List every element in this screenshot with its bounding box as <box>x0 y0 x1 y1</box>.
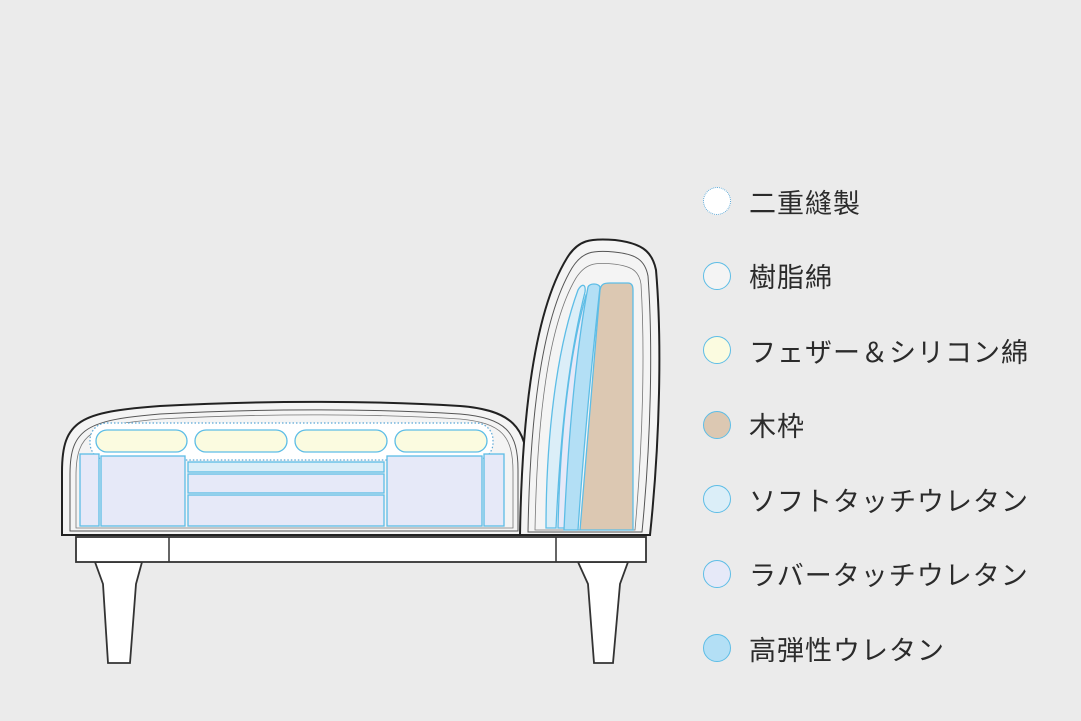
legend-item-wood-frame: 木枠 <box>703 407 1073 443</box>
legend-swatch-wood-frame <box>703 410 731 439</box>
legend-label: フェザー＆シリコン綿 <box>749 337 1029 369</box>
legend-label: ソフトタッチウレタン <box>749 486 1029 518</box>
feather-pocket-1 <box>95 429 188 453</box>
backrest-high-elastic-layer <box>563 283 601 531</box>
legend-label: 樹脂綿 <box>749 263 833 294</box>
seat-top-soft-layer <box>187 461 385 473</box>
seat-side-block-right <box>483 453 505 527</box>
backrest-inner-line <box>527 250 652 533</box>
seat-bottom-block <box>187 494 385 527</box>
backrest-wood-frame <box>579 282 634 531</box>
legend-label: 二重縫製 <box>749 188 861 220</box>
legend-label: 高弾性ウレタン <box>749 635 945 667</box>
seat-block-right <box>386 455 483 527</box>
legend-label: ラバータッチウレタン <box>749 561 1029 592</box>
seat-block-left <box>100 455 186 527</box>
legend-swatch-resin-cotton <box>703 261 731 290</box>
base-frame <box>75 536 647 563</box>
double-stitch-region <box>89 422 494 461</box>
sofa-cross-section-diagram <box>61 238 661 664</box>
legend-label: 木枠 <box>749 412 805 443</box>
front-leg <box>93 561 144 664</box>
feather-pocket-3 <box>294 429 388 453</box>
legend-swatch-high-elastic-urethane <box>703 634 731 662</box>
legend-swatch-double-stitch <box>703 187 731 215</box>
legend: 二重縫製 樹脂綿 フェザー＆シリコン綿 木枠 ソフトタッチウレタン ラバータッチ… <box>703 183 1073 705</box>
legend-item-feather-silicone: フェザー＆シリコン綿 <box>703 332 1073 369</box>
seat-side-block-left <box>79 453 100 527</box>
legend-item-resin-cotton: 樹脂綿 <box>703 258 1073 294</box>
legend-item-soft-touch-urethane: ソフトタッチウレタン <box>703 481 1073 518</box>
legend-swatch-feather-silicone <box>703 336 731 364</box>
legend-item-high-elastic-urethane: 高弾性ウレタン <box>703 630 1073 667</box>
seat-middle-block <box>187 473 385 494</box>
seat-cushion-inner-line <box>69 409 519 532</box>
feather-pocket-2 <box>194 429 288 453</box>
legend-swatch-rubber-touch-urethane <box>703 559 731 588</box>
legend-item-rubber-touch-urethane: ラバータッチウレタン <box>703 556 1073 592</box>
backrest-inner-line-2 <box>534 262 644 531</box>
legend-swatch-soft-touch-urethane <box>703 485 731 513</box>
feather-pocket-4 <box>394 429 488 453</box>
legend-item-double-stitch: 二重縫製 <box>703 183 1073 220</box>
back-leg <box>576 561 630 664</box>
